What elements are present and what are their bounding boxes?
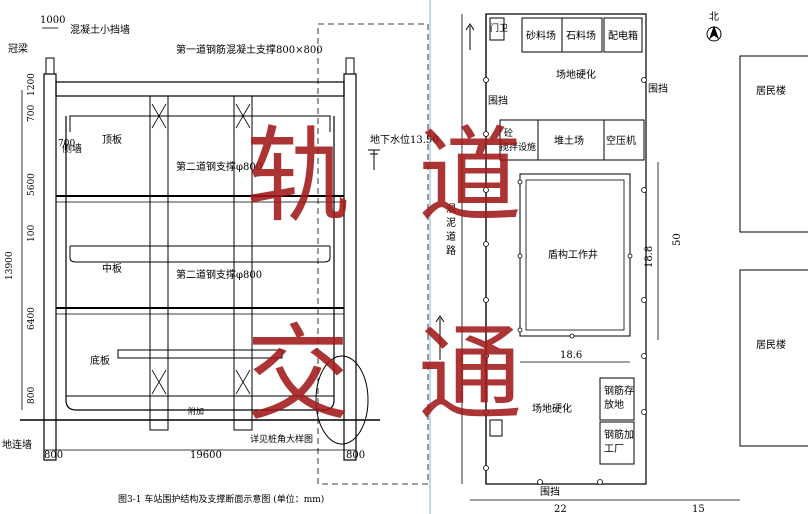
label-dim-15: 15	[692, 504, 705, 514]
label-crown-beam: 冠梁	[8, 42, 28, 55]
label-soil-yard: 堆土场	[554, 134, 584, 147]
road-label-char: 混	[446, 203, 456, 215]
watermark-char-4: 通	[418, 313, 522, 435]
site-plan-diagram	[429, 0, 808, 514]
label-dim-18-6: 18.6	[560, 350, 582, 361]
roof-slab-outline	[69, 115, 331, 132]
label-roof-slab: 顶板	[102, 133, 122, 146]
dim-5600: 5600	[27, 173, 37, 196]
label-mixing: 搅拌设施	[500, 141, 536, 153]
label-rebar-factory-line: 钢筋加	[604, 428, 634, 441]
rebar-storage	[599, 377, 635, 421]
label-residential-2: 居民楼	[756, 338, 786, 351]
label-dim-22: 22	[554, 504, 567, 514]
label-hardened-bottom: 场地硬化	[532, 402, 572, 415]
platform	[117, 349, 283, 359]
watermark-char-2: 道	[418, 115, 522, 237]
dim-800-left: 800	[44, 450, 63, 461]
gate-top	[489, 17, 505, 41]
dim-1200: 1200	[27, 73, 37, 96]
dim-700-side: 700	[58, 139, 75, 149]
gate-bottom	[489, 419, 503, 437]
road-arrow-mid	[435, 315, 445, 360]
label-residential-1: 居民楼	[756, 84, 786, 97]
label-detail-ref: 详见桩角大样图	[250, 433, 313, 445]
road-arrow-top	[465, 23, 475, 50]
label-rebar-storage-line: 钢筋存	[604, 384, 634, 397]
label-hardened-top: 场地硬化	[556, 68, 596, 81]
label-middle-slab: 中板	[102, 262, 122, 275]
road-label-char: 路	[446, 244, 456, 257]
left-diaphragm-wall	[43, 73, 57, 461]
first-support-beam	[55, 81, 345, 97]
label-north: 北	[709, 11, 719, 23]
label-first-support: 第一道钢筋混凝土支撑800×800	[176, 43, 323, 56]
watermark: 轨 道 交 通	[246, 115, 522, 435]
label-second-support-b: 第二道钢支撑φ800	[176, 268, 262, 281]
detail-circle	[315, 355, 369, 445]
left-small-wall	[45, 57, 55, 75]
shield-shaft-inner	[525, 179, 625, 331]
station-box-outline	[65, 116, 335, 411]
station-section-diagram	[20, 23, 429, 485]
dashed-frame	[317, 23, 429, 485]
label-diaphragm-wall: 地连墙	[2, 438, 32, 451]
label-fence-bottom: 围挡	[540, 485, 560, 498]
dim-800-bottom: 800	[27, 387, 37, 404]
label-fence-right: 围挡	[648, 82, 668, 95]
label-air-compressor: 空压机	[606, 134, 636, 147]
watermark-char-3: 交	[246, 313, 350, 435]
label-bottom-strip: 附加	[188, 406, 204, 416]
stone-yard	[561, 17, 603, 53]
distribution-box	[603, 17, 643, 53]
dim-100: 100	[27, 225, 37, 242]
dim-700-top: 700	[27, 105, 37, 122]
air-compressor	[603, 119, 645, 161]
label-sand-yard: 砂料场	[526, 29, 556, 42]
label-stone-yard: 石料场	[566, 29, 596, 42]
label-mixing-prefix: 砼	[504, 127, 513, 139]
dim-19600: 19600	[190, 450, 222, 461]
road-label-char: 道	[446, 230, 456, 243]
site-plan-labels: 北 砂料场 石料场 配电箱 门卫 场地硬化 围挡 围挡 砼 搅拌设施 堆土场 空…	[446, 11, 786, 514]
label-bottom-slab: 底板	[90, 354, 110, 367]
label-distribution-box: 配电箱	[608, 29, 638, 42]
label-groundwater: 地下水位13.50	[370, 133, 439, 146]
residential-building-2	[739, 269, 808, 447]
label-shield-shaft: 盾构工作井	[548, 248, 598, 261]
caption: 图3-1 车站围护结构及支撑断面示意图 (单位：mm)	[118, 493, 324, 505]
station-section-labels: 1000 混凝土小挡墙 冠梁 第一道钢筋混凝土支撑800×800 顶板 侧墙 7…	[2, 15, 439, 505]
column-post-left	[149, 95, 169, 431]
watermark-char-1: 轨	[246, 115, 350, 237]
label-second-support-a: 第二道钢支撑φ800	[176, 160, 262, 173]
label-gate: 门卫	[490, 22, 508, 34]
dim-6400: 6400	[27, 307, 37, 330]
dim-13900: 13900	[5, 251, 15, 280]
label-small-wall: 混凝土小挡墙	[70, 23, 130, 36]
right-small-wall	[345, 57, 355, 75]
label-rebar-factory-line: 工厂	[604, 444, 624, 455]
column-post-right	[233, 95, 253, 431]
rebar-factory	[599, 421, 635, 465]
fence-posts	[483, 77, 647, 485]
middle-slab	[69, 246, 331, 263]
dim-1000: 1000	[40, 15, 65, 26]
label-fence-mid: 围挡	[488, 94, 508, 107]
label-rebar-storage-line: 放地	[604, 398, 624, 411]
label-side-wall: 侧墙	[62, 142, 82, 155]
label-dim-50: 50	[672, 233, 683, 246]
residential-building-1	[739, 55, 808, 233]
dim-800-right: 800	[346, 450, 365, 461]
label-dim-18-8: 18.8	[644, 246, 655, 268]
road-label-char: 泥	[446, 216, 456, 229]
post-x-marks-bottom	[151, 369, 251, 395]
